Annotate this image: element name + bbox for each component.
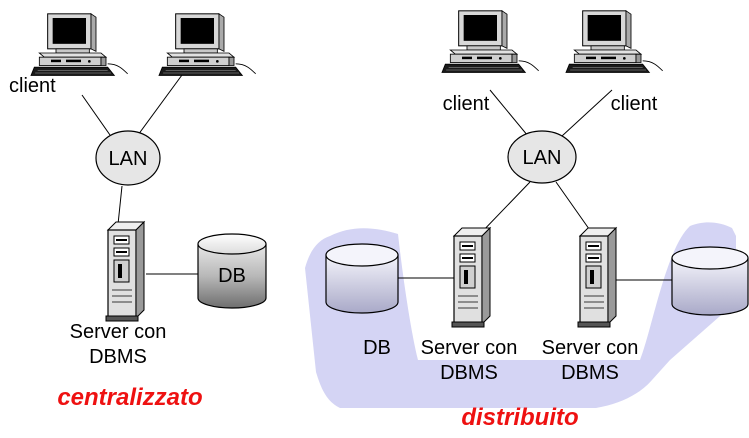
client-computer-icon <box>565 10 664 74</box>
database-icon <box>671 246 749 316</box>
lan-label: LAN <box>109 148 148 170</box>
caption-centralized: centralizzato <box>57 384 202 411</box>
client-label: client <box>9 75 56 97</box>
link-client2-lan <box>561 89 613 137</box>
server-label-line2: DBMS <box>561 362 619 384</box>
caption-distributed: distribuito <box>461 404 578 431</box>
database-icon <box>325 243 399 314</box>
link-lan-server2 <box>555 181 595 237</box>
link-client1-lan <box>489 89 529 137</box>
centralized-architecture: client LAN Server con DBMS DB centralizz… <box>9 13 267 411</box>
server-icon <box>577 227 617 328</box>
client-label: client <box>443 93 490 115</box>
server-label-line1: Server con <box>70 321 167 343</box>
db-label: DB <box>363 337 391 359</box>
client-computer-icon <box>158 13 257 77</box>
client-computer-icon <box>441 10 540 74</box>
link-lan-server1 <box>477 181 531 237</box>
distributed-architecture: client client LAN DB Server con DBMS Ser… <box>325 10 749 431</box>
client-label: client <box>611 93 658 115</box>
distributed-highlight-region <box>305 222 736 408</box>
lan-node <box>507 130 577 184</box>
server-label-line2: DBMS <box>89 346 147 368</box>
link-client2-lan <box>137 74 183 136</box>
lan-label: LAN <box>523 147 562 169</box>
server-label-line2: DBMS <box>440 362 498 384</box>
database-icon <box>197 233 267 309</box>
db-label: DB <box>218 265 246 287</box>
server-label-line1: Server con <box>542 337 639 359</box>
client-computer-icon <box>30 13 129 77</box>
link-client1-lan <box>81 94 111 136</box>
lan-node <box>95 130 161 186</box>
server-label-line1: Server con <box>421 337 518 359</box>
server-icon <box>451 227 491 328</box>
server-icon <box>105 221 145 322</box>
